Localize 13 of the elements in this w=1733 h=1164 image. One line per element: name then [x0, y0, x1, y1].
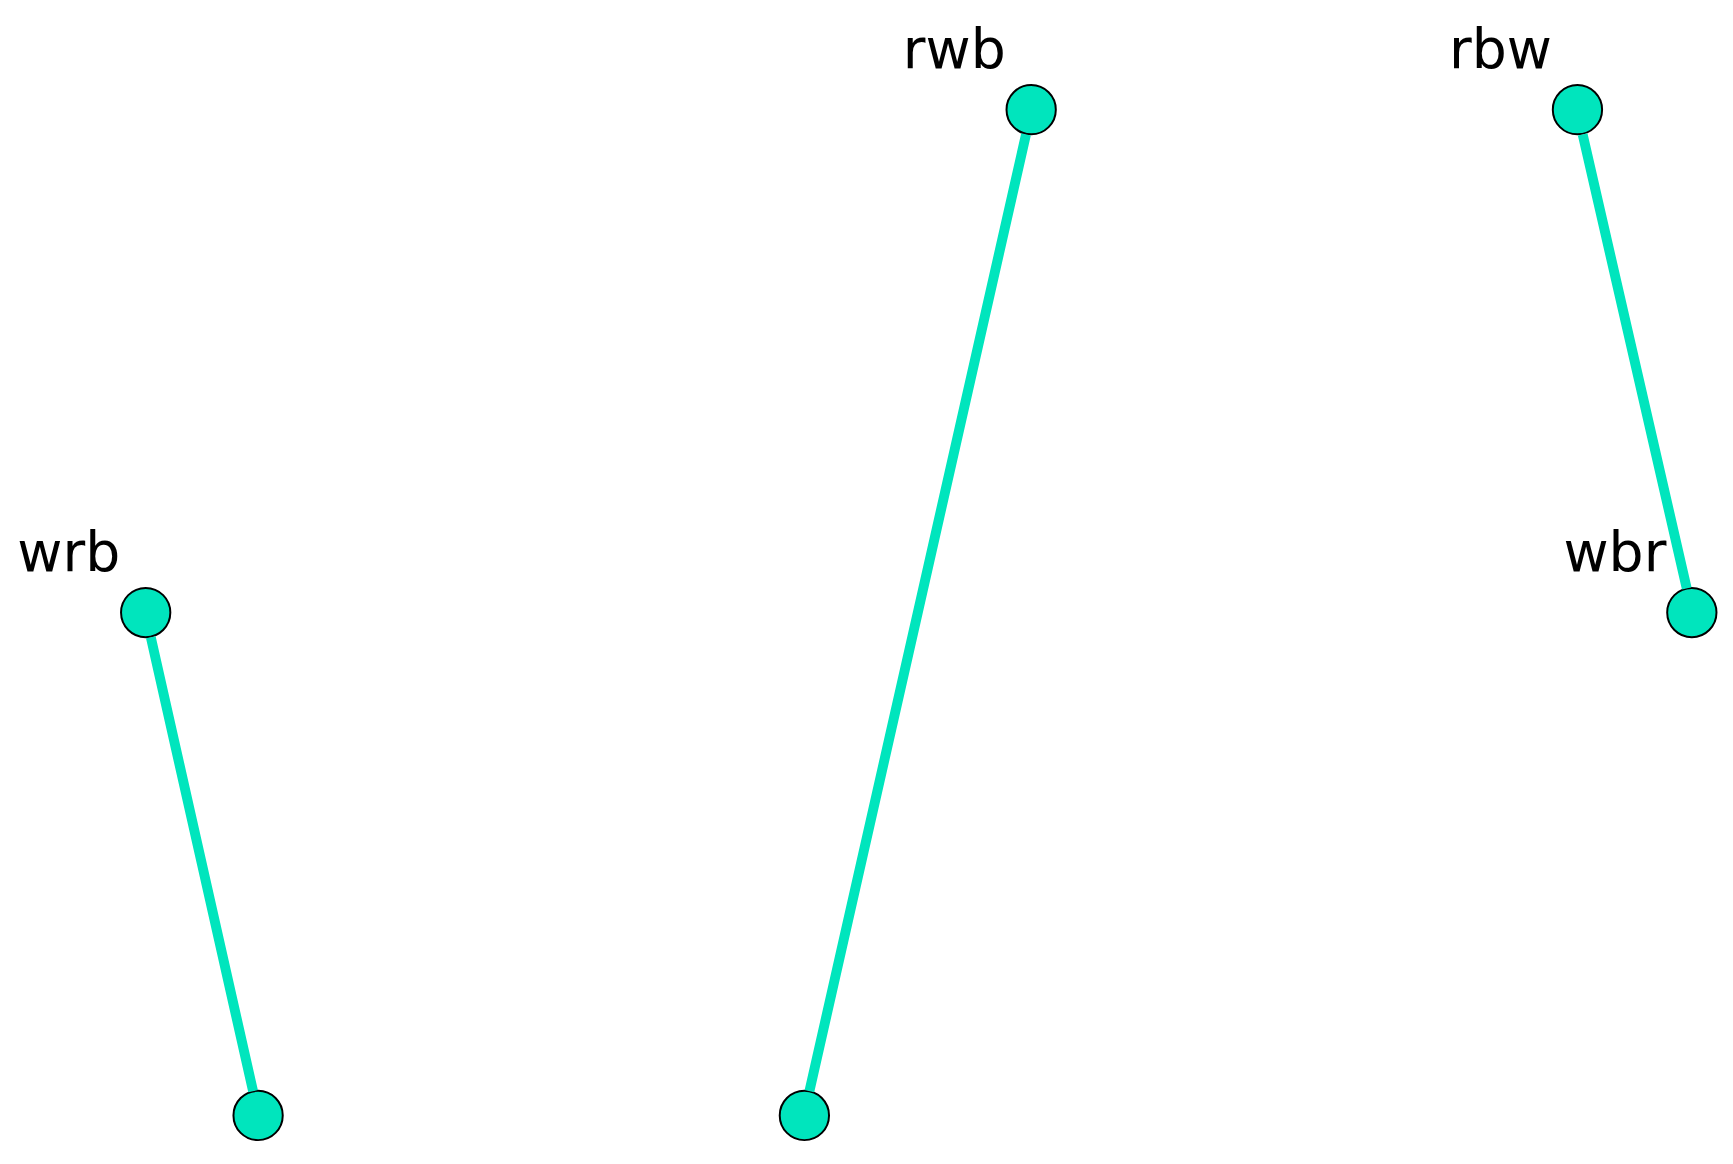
node-circle	[120, 586, 172, 639]
node-circle	[232, 1089, 284, 1142]
connector	[1577, 133, 1692, 590]
connector	[146, 636, 258, 1093]
node-circle	[1551, 84, 1604, 136]
connector	[804, 133, 1031, 1093]
node-circle	[1666, 586, 1718, 639]
node-label: rwb	[902, 17, 1006, 82]
node-label: wbr	[1563, 519, 1667, 584]
node-label: wrb	[17, 519, 121, 584]
node-label: rbw	[1449, 17, 1552, 82]
node-circle	[1005, 84, 1057, 136]
node-circle	[778, 1089, 830, 1142]
